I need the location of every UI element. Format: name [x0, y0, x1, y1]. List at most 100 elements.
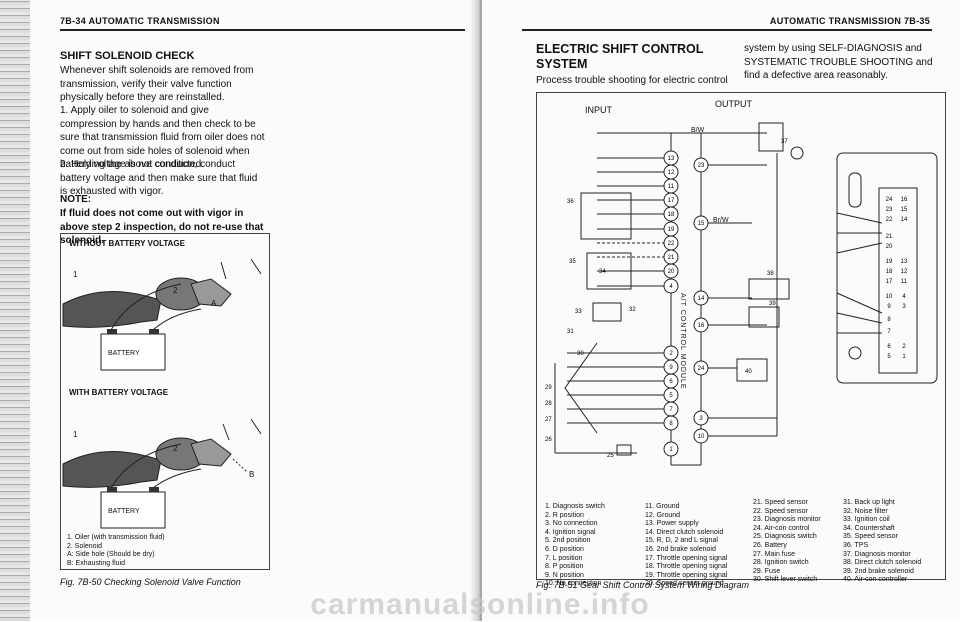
svg-text:40: 40 — [745, 369, 752, 375]
svg-text:13: 13 — [668, 156, 675, 162]
without-voltage-title: WITHOUT BATTERY VOLTAGE — [69, 239, 185, 248]
svg-text:36: 36 — [567, 199, 574, 205]
header-rule-right — [522, 29, 932, 31]
svg-text:12: 12 — [901, 269, 908, 275]
callout-1-top: 1 — [73, 270, 78, 279]
battery-label-top: BATTERY — [108, 350, 140, 357]
legend-item: 19. Throttle opening signal — [645, 571, 728, 579]
legend-item: 39. 2nd brake solenoid — [843, 567, 914, 575]
svg-text:38: 38 — [767, 271, 774, 277]
svg-text:24: 24 — [698, 366, 705, 372]
legend-item: 24. Air-con control — [753, 524, 810, 532]
step-2: 2. Holding the above condition, conduct … — [60, 159, 258, 197]
callout-b: B — [249, 470, 255, 479]
battery-label-bottom: BATTERY — [108, 508, 140, 515]
legend-item: 29. Fuse — [753, 567, 781, 575]
legend-item: 25. Diagnosis switch — [753, 533, 817, 541]
svg-text:15: 15 — [901, 207, 908, 213]
legend-item: 33. Ignition coil — [843, 516, 890, 524]
svg-text:17: 17 — [886, 279, 893, 285]
legend-item: 2. R position — [545, 511, 584, 519]
svg-text:7: 7 — [887, 329, 891, 335]
left-page-header: 7B-34 AUTOMATIC TRANSMISSION — [60, 16, 220, 26]
svg-text:22: 22 — [886, 217, 893, 223]
legend-item: 31. Back up light — [843, 499, 895, 506]
legend-item: 30. Shift lever switch — [753, 576, 818, 584]
figure-caption-right: Fig. 7B-51 Gear Shift Control System Wir… — [536, 580, 749, 590]
note-label: NOTE: — [60, 194, 92, 205]
legend-item: 22. Speed sensor — [753, 507, 808, 515]
svg-text:13: 13 — [901, 259, 908, 265]
legend-item: 35. Speed sensor — [843, 533, 898, 541]
svg-text:31: 31 — [567, 329, 574, 335]
svg-text:26: 26 — [545, 437, 552, 443]
svg-text:1: 1 — [902, 354, 906, 360]
diagram-legend-col1: 1. Diagnosis switch 2. R position 3. No … — [545, 503, 605, 589]
legend-item: B: Exhausting fluid — [67, 559, 125, 567]
callout-2-bottom: 2 — [173, 444, 178, 453]
figure-legend: 1. Oiler (with transmission fluid) 2. So… — [67, 534, 165, 568]
svg-text:39: 39 — [769, 301, 776, 307]
svg-text:14: 14 — [698, 296, 705, 302]
svg-text:28: 28 — [545, 401, 552, 407]
svg-text:3: 3 — [902, 304, 906, 310]
legend-item: 26. Battery — [753, 541, 787, 549]
right-page: AUTOMATIC TRANSMISSION 7B-35 ELECTRIC SH… — [482, 0, 960, 621]
svg-text:9: 9 — [887, 304, 891, 310]
svg-text:35: 35 — [569, 259, 576, 265]
legend-item: 1. Diagnosis switch — [545, 503, 605, 510]
svg-text:18: 18 — [668, 212, 675, 218]
svg-text:21: 21 — [668, 255, 675, 261]
legend-item: 5. 2nd position — [545, 537, 591, 545]
header-rule — [60, 29, 465, 31]
svg-text:11: 11 — [668, 184, 675, 190]
legend-item: 4. Ignition signal — [545, 528, 596, 536]
legend-item: 23. Diagnosis monitor — [753, 516, 821, 524]
svg-text:4: 4 — [669, 284, 673, 290]
svg-text:23: 23 — [698, 163, 705, 169]
wire-label-brw: Br/W — [713, 217, 729, 224]
svg-text:3: 3 — [699, 416, 703, 422]
section-title: SHIFT SOLENOID CHECK — [60, 50, 195, 62]
svg-text:20: 20 — [668, 269, 675, 275]
svg-text:8: 8 — [887, 317, 891, 323]
step-1: 1. Apply oiler to solenoid and give comp… — [60, 105, 265, 170]
wire-label-bw: B/W — [691, 127, 705, 134]
legend-item: 12. Ground — [645, 511, 681, 519]
svg-text:16: 16 — [698, 323, 705, 329]
svg-text:7: 7 — [669, 407, 673, 413]
legend-item: 21. Speed sensor — [753, 499, 808, 506]
svg-text:16: 16 — [901, 197, 908, 203]
svg-text:25: 25 — [607, 453, 614, 459]
svg-text:5: 5 — [887, 354, 891, 360]
svg-text:12: 12 — [668, 170, 675, 176]
svg-text:17: 17 — [668, 198, 675, 204]
legend-item: 40. Air-con controller — [843, 576, 908, 584]
callout-1-bottom: 1 — [73, 430, 78, 439]
legend-item: 20. Speed sensor ground — [645, 580, 724, 588]
svg-text:19: 19 — [886, 259, 893, 265]
callout-a: A — [211, 299, 217, 308]
legend-item: 28. Ignition switch — [753, 559, 809, 567]
diagram-legend-col4: 31. Back up light 32. Noise filter 33. I… — [843, 499, 921, 585]
legend-item: A: Side hole (Should be dry) — [67, 551, 155, 559]
diagram-legend-col2: 11. Ground 12. Ground 13. Power supply 1… — [645, 503, 727, 589]
legend-item: 1. Oiler (with transmission fluid) — [67, 534, 165, 541]
svg-text:10: 10 — [886, 294, 893, 300]
legend-item: 17. Throttle opening signal — [645, 554, 728, 562]
legend-item: 37. Diagnosis monitor — [843, 550, 911, 558]
legend-item: 14. Direct clutch solenoid — [645, 528, 724, 536]
diagram-legend-col3: 21. Speed sensor 22. Speed sensor 23. Di… — [753, 499, 821, 585]
legend-item: 3. No connection — [545, 520, 598, 528]
svg-text:32: 32 — [629, 307, 636, 313]
legend-item: 34. Countershaft — [843, 524, 895, 532]
svg-text:11: 11 — [901, 279, 908, 285]
svg-text:18: 18 — [886, 269, 893, 275]
wiring-diagram-box: INPUT OUTPUT — [536, 92, 946, 587]
svg-text:20: 20 — [886, 244, 893, 250]
svg-text:2: 2 — [669, 351, 673, 357]
with-voltage-title: WITH BATTERY VOLTAGE — [69, 388, 169, 397]
legend-item: 8. P position — [545, 563, 584, 571]
control-module-label: A/T CONTROL MODULE — [679, 293, 686, 390]
legend-item: 27. Main fuse — [753, 550, 796, 558]
